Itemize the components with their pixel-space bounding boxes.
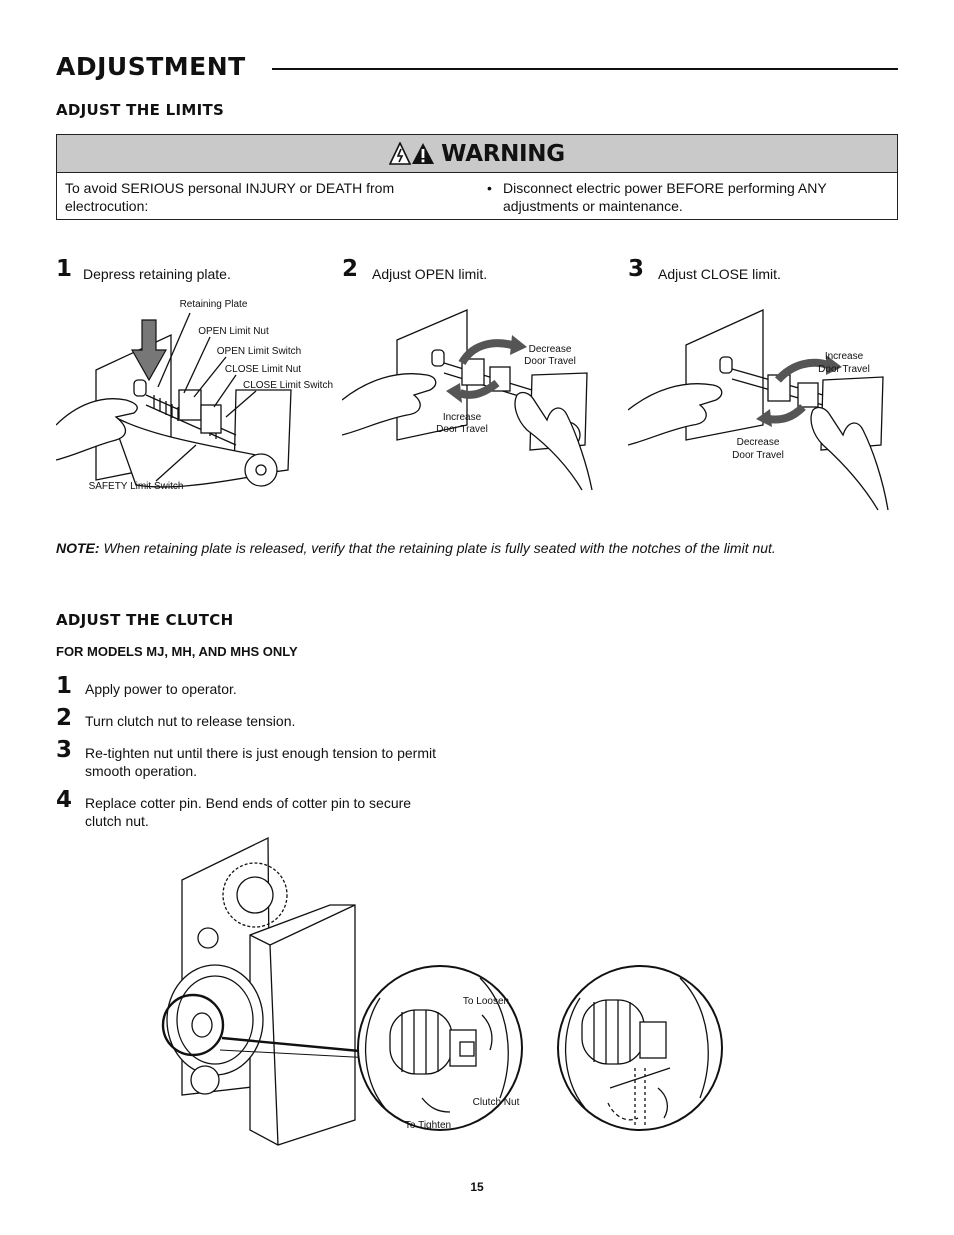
clutch-step-1-number: 1 bbox=[56, 673, 73, 699]
clutch-step-3-text: Re-tighten nut until there is just enoug… bbox=[85, 745, 436, 779]
label-decrease-1: Decrease bbox=[528, 344, 572, 355]
label-decrease-2: Door Travel bbox=[524, 356, 576, 367]
figure-clutch: To Loosen Clutch Nut To Tighten bbox=[160, 830, 760, 1155]
limit-step-1-text: Depress retaining plate. bbox=[83, 266, 231, 282]
warning-title: WARNING bbox=[441, 140, 565, 167]
label-to-loosen: To Loosen bbox=[462, 996, 510, 1007]
figure-close-limit: Increase Door Travel Decrease Door Trave… bbox=[627, 295, 903, 520]
label-increase-1: Increase bbox=[824, 351, 864, 362]
label-to-tighten: To Tighten bbox=[404, 1120, 452, 1131]
limit-step-3-text: Adjust CLOSE limit. bbox=[658, 266, 781, 282]
page-title: ADJUSTMENT bbox=[56, 52, 246, 81]
figure-open-limit: Decrease Door Travel Increase Door Trave… bbox=[341, 295, 627, 500]
note-text: When retaining plate is released, verify… bbox=[103, 540, 776, 556]
clutch-step-2-number: 2 bbox=[56, 705, 73, 731]
label-decrease-1: Decrease bbox=[736, 437, 780, 448]
clutch-heading: ADJUST THE CLUTCH bbox=[56, 611, 234, 629]
limits-heading: ADJUST THE LIMITS bbox=[56, 101, 225, 119]
figure-depress-plate: Retaining Plate OPEN Limit Nut OPEN Limi… bbox=[55, 295, 341, 500]
warning-triangle-icon bbox=[389, 141, 435, 165]
clutch-step-1-text: Apply power to operator. bbox=[85, 681, 237, 697]
clutch-step-2-text: Turn clutch nut to release tension. bbox=[85, 713, 296, 729]
label-close-limit-switch: CLOSE Limit Switch bbox=[242, 380, 334, 391]
open-limit-illustration bbox=[341, 309, 593, 491]
limit-step-2-text: Adjust OPEN limit. bbox=[372, 266, 488, 282]
clutch-operator-illustration bbox=[161, 836, 723, 1146]
label-open-limit-nut: OPEN Limit Nut bbox=[198, 326, 269, 337]
label-open-limit-switch: OPEN Limit Switch bbox=[216, 346, 302, 357]
limit-step-3-number: 3 bbox=[628, 256, 645, 282]
bullet: • bbox=[487, 180, 492, 196]
label-retaining-plate: Retaining Plate bbox=[179, 299, 248, 310]
clutch-step-3-number: 3 bbox=[56, 737, 73, 763]
label-clutch-nut: Clutch Nut bbox=[472, 1097, 520, 1108]
warning-header: WARNING bbox=[57, 135, 897, 173]
label-close-limit-nut: CLOSE Limit Nut bbox=[224, 364, 302, 375]
label-increase-2: Door Travel bbox=[818, 364, 870, 375]
page-number: 15 bbox=[470, 1180, 484, 1194]
warning-right-body: Disconnect electric power BEFORE perform… bbox=[503, 180, 827, 214]
label-increase-1: Increase bbox=[442, 412, 482, 423]
limit-assembly-illustration bbox=[55, 312, 292, 488]
clutch-step-4-number: 4 bbox=[56, 787, 73, 813]
note-label: NOTE: bbox=[56, 540, 100, 556]
title-rule bbox=[272, 68, 898, 70]
warning-left-text: To avoid SERIOUS personal INJURY or DEAT… bbox=[65, 180, 395, 214]
limit-step-1-number: 1 bbox=[56, 256, 73, 282]
warning-right-text: • Disconnect electric power BEFORE perfo… bbox=[487, 179, 903, 215]
limit-step-2-number: 2 bbox=[342, 256, 359, 282]
close-limit-illustration bbox=[627, 308, 889, 511]
label-decrease-2: Door Travel bbox=[732, 450, 784, 461]
clutch-step-4-text: Replace cotter pin. Bend ends of cotter … bbox=[85, 795, 412, 829]
note: NOTE: When retaining plate is released, … bbox=[56, 540, 776, 556]
clutch-subheading: FOR MODELS MJ, MH, AND MHS ONLY bbox=[56, 644, 298, 659]
warning-box: WARNING To avoid SERIOUS personal INJURY… bbox=[56, 134, 898, 220]
label-safety-limit-switch: SAFETY Limit Switch bbox=[88, 481, 184, 492]
label-increase-2: Door Travel bbox=[436, 424, 488, 435]
